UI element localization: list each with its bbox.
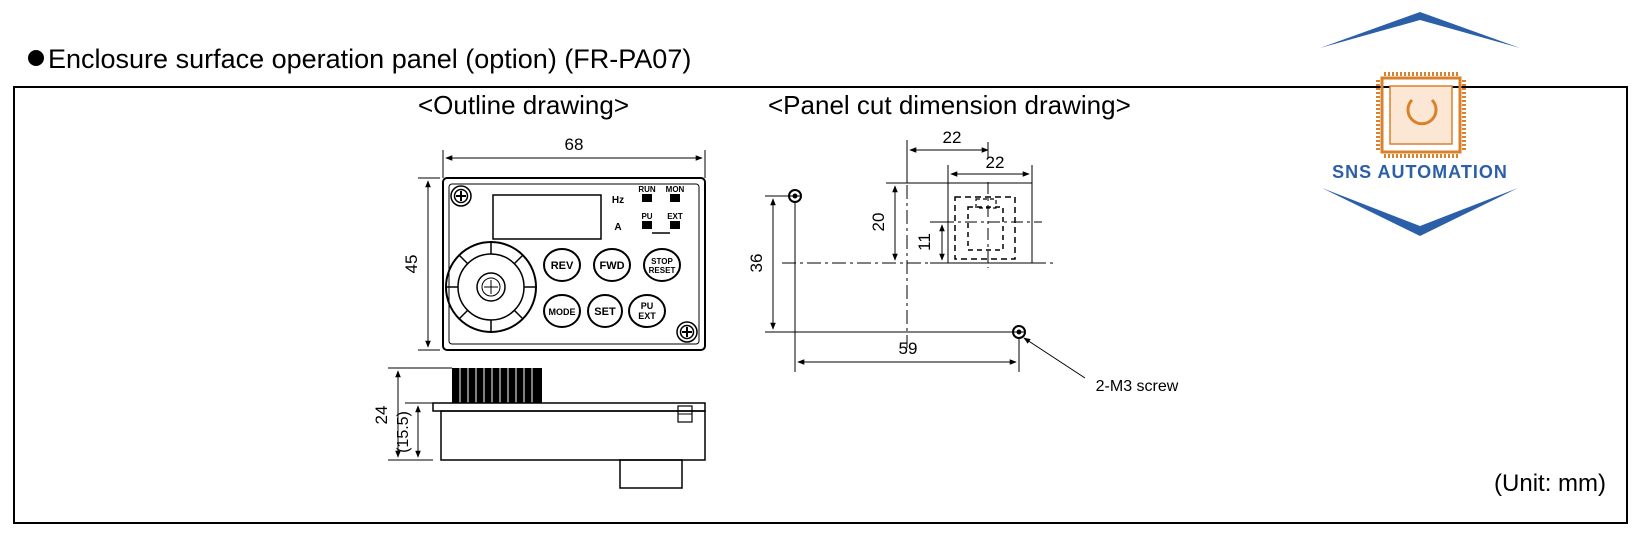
logo-bottom-chevron — [1322, 188, 1518, 236]
stop-key-label-bottom: RESET — [649, 266, 676, 275]
panel-cut-labels: 22 22 20 11 36 59 2-M3 screw — [747, 128, 1179, 395]
set-key-label: SET — [594, 306, 616, 318]
logo-top-chevron — [1320, 12, 1520, 48]
width-dim-value: 68 — [565, 135, 584, 154]
dim-22-top-value: 22 — [943, 128, 962, 147]
dim-22-inner-value: 22 — [986, 153, 1005, 172]
a-label: A — [614, 222, 621, 233]
section-title: Enclosure surface operation panel (optio… — [28, 44, 691, 75]
bullet-dot — [28, 50, 44, 66]
body-depth-dim-value: (15.5) — [395, 411, 412, 453]
logo-brand-text: SNS AUTOMATION — [1332, 162, 1508, 182]
indicator-labels: Hz A RUN MON PU EXT — [612, 185, 685, 233]
puext-key-label-top: PU — [641, 301, 654, 311]
pu-label: PU — [641, 212, 652, 221]
outline-drawing-title: <Outline drawing> — [418, 90, 630, 120]
stop-key-label-top: STOP — [651, 257, 673, 266]
set-key-outline — [587, 294, 623, 328]
dim-20-value: 20 — [869, 213, 888, 232]
ext-label: EXT — [667, 212, 683, 221]
dim-11-value: 11 — [915, 233, 934, 251]
rev-key-outline — [543, 248, 581, 282]
led-display — [492, 194, 602, 240]
height-dim-value: 45 — [402, 255, 421, 274]
screw-note: 2-M3 screw — [1096, 378, 1179, 395]
depth-dim-value: 24 — [372, 406, 391, 425]
cut-outline — [947, 182, 1033, 264]
cut-dashed-inner — [954, 196, 1016, 260]
fwd-key-label: FWD — [599, 260, 624, 272]
setting-dial-icon — [445, 241, 537, 333]
mon-label: MON — [666, 185, 685, 194]
screw-top-left-icon — [450, 185, 472, 207]
sns-automation-logo: SNS AUTOMATION — [1320, 12, 1520, 236]
unit-note: (Unit: mm) — [1494, 470, 1606, 497]
drawing-frame — [13, 86, 1628, 524]
ext-lamp-icon — [670, 221, 680, 229]
stop-key-outline — [643, 248, 681, 282]
pu-lamp-icon — [642, 221, 652, 229]
mode-key-label: MODE — [549, 307, 576, 317]
mon-lamp-icon — [670, 194, 680, 202]
run-label: RUN — [638, 185, 656, 194]
fwd-key-outline — [593, 248, 631, 282]
rev-key-label: REV — [551, 260, 574, 272]
screw-bottom-right-icon — [676, 321, 698, 343]
connector — [619, 459, 683, 489]
panel-cut-drawing-title: <Panel cut dimension drawing> — [768, 90, 1131, 120]
puext-key-label-bottom: EXT — [638, 311, 656, 321]
dim-36-value: 36 — [747, 254, 766, 273]
outline-front-view — [418, 150, 706, 351]
section-title-text: Enclosure surface operation panel (optio… — [48, 44, 692, 74]
panel-cut-view — [765, 140, 1086, 379]
knob-knurled — [452, 368, 542, 403]
hz-label: Hz — [612, 195, 624, 206]
chip-icon — [1376, 72, 1466, 158]
mode-key-outline — [543, 294, 581, 328]
run-lamp-icon — [642, 194, 652, 202]
dim-59-value: 59 — [899, 339, 918, 358]
outline-front-labels: 68 45 — [402, 135, 583, 273]
screw-leader-line — [1023, 337, 1086, 379]
puext-key-outline — [628, 294, 666, 328]
outline-side-view — [388, 367, 706, 489]
